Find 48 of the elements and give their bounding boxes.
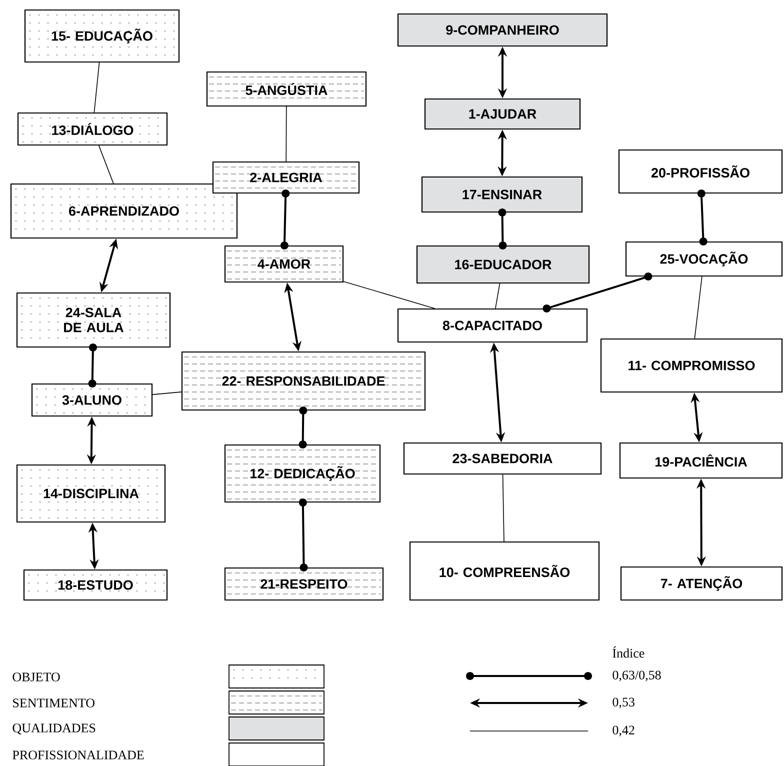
concept-box: 25-VOCAÇÃO [625, 241, 783, 277]
legend-label: 0,63/0,58 [612, 670, 661, 682]
concept-box: 23-SABEDORIA [403, 442, 602, 475]
concept-box: 13-DIÁLOGO [17, 112, 168, 146]
connector-line [286, 106, 287, 162]
concept-box: 11- COMPROMISSO [600, 338, 783, 393]
concept-box: 5-ANGÚSTIA [206, 71, 367, 107]
legend-label: 0,53 [612, 698, 634, 708]
concept-box: 10- COMPREENSÃO [409, 541, 600, 601]
legend-heading: Índice [612, 646, 644, 658]
connector-line [94, 62, 100, 113]
concept-box: 20-PROFISSÃO [618, 149, 783, 194]
concept-box: 2-ALEGRIA [212, 161, 360, 194]
connector-line [98, 145, 114, 184]
concept-box: 6-APRENDIZADO [10, 183, 238, 239]
concept-box: 3-ALUNO [31, 383, 153, 417]
concept-box: 7- ATENÇÃO [620, 566, 783, 601]
connector-line [343, 281, 436, 309]
concept-box: 16-EDUCADOR [416, 245, 590, 284]
concept-box: 4-AMOR [224, 245, 344, 283]
concept-box: 9-COMPANHEIRO [397, 13, 608, 47]
concept-box: 15- EDUCAÇÃO [24, 9, 180, 63]
concept-box: 18-ESTUDO [23, 569, 168, 601]
concept-box: 1-AJUDAR [424, 98, 581, 130]
dot-ended-line [88, 344, 97, 388]
dot-ended-line [280, 190, 290, 250]
dot-ended-line [542, 272, 652, 312]
concept-box: 12- DEDICAÇÃO [224, 444, 381, 503]
concept-box: 8-CAPACITADO [397, 308, 588, 343]
connector-line [502, 474, 504, 542]
concept-box: 19-PACIÊNCIA [619, 442, 783, 479]
legend-label: SENTIMENTO [13, 698, 94, 708]
connector-line [694, 276, 702, 339]
dot-ended-line [498, 208, 507, 250]
dot-ended-line [697, 190, 708, 246]
legend-label: PROFISSIONALIDADE [12, 750, 144, 760]
concept-box: 22- RESPONSABILIDADE [181, 351, 426, 411]
concept-box: 21-RESPEITO [224, 567, 384, 601]
dot-ended-line [298, 406, 308, 448]
legend-label: 0,42 [612, 726, 634, 736]
concept-box: 24-SALA DE AULA [16, 292, 171, 348]
connector-line [495, 283, 500, 309]
concept-box: 14-DISCIPLINA [16, 464, 166, 523]
legend-label: OBJETO [12, 672, 60, 682]
connector-line [152, 392, 182, 395]
concept-box: 17-ENSINAR [421, 176, 583, 213]
legend-label: QUALIDADES [12, 724, 96, 734]
dot-ended-line [298, 498, 308, 572]
